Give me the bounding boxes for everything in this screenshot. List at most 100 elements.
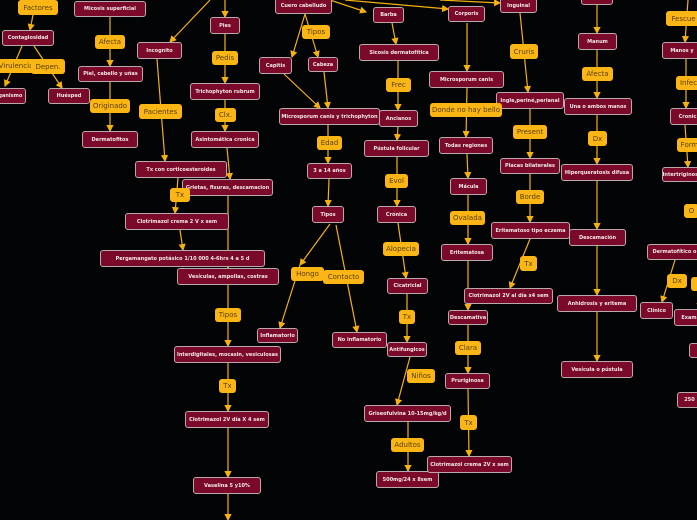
node-piel-cabello-y-unas[interactable]: Piel, cabello y uñas [78, 66, 143, 82]
connector-label-present: Present [513, 125, 547, 139]
connector-line [329, 0, 368, 14]
connector-label-borde: Borde [516, 190, 544, 204]
connector-label-pedis: Pedis [212, 51, 238, 65]
node-manum[interactable]: Manum [578, 33, 617, 50]
node-pruriginosa[interactable]: Pruriginosa [445, 373, 490, 389]
node-clotrimazol-crema-2-v-x-sem[interactable]: Clotrimazol crema 2 V x sem [125, 213, 229, 230]
connector-label-dx: Dx [667, 274, 687, 288]
connector-label-donde-no-hay-bello: Donde no hay bello [430, 103, 502, 117]
node-cicatricial[interactable]: Cicatricial [387, 278, 428, 294]
node-vesiculas-ampollas-costras[interactable]: Vesículas, ampollas, costras [177, 268, 279, 285]
connector-label-cruris: Cruris [510, 44, 538, 59]
connector-label-frec: Frec [386, 78, 411, 92]
node-capitis[interactable]: Capitis [259, 57, 292, 74]
node-sicosis-dermatofitica[interactable]: Sicosis dermatofítica [359, 44, 439, 61]
node-barba[interactable]: Barba [373, 7, 404, 23]
node-clinico[interactable]: Clínico [640, 302, 673, 319]
connector-label-tipos: Tipos [215, 308, 241, 322]
connector-label-ninos: Niños [407, 369, 435, 383]
connector-line [283, 73, 321, 109]
node-descamacion[interactable]: Descamación [569, 229, 626, 246]
node-microsporum-canis[interactable]: Microsporum canis [429, 71, 504, 88]
node-macula[interactable]: Mácula [450, 178, 487, 195]
connector-label-depen: Depen. [31, 59, 65, 74]
connector-label-dx: Dx [588, 131, 607, 146]
node-interdigitales-mocasin-vesiculosas[interactable]: Interdigitales, mocasin, vesiculosas [174, 346, 281, 363]
connector-label-afecta: Afecta [582, 67, 613, 81]
node-griseofulvina-10-15mg-kg-d[interactable]: Griseofulvina 10-15mg/kg/d [364, 405, 451, 422]
connector-label-form: Form [677, 138, 697, 152]
connector-line [169, 0, 211, 43]
node-ingle-perine-perianal[interactable]: Ingle,periné,perianal [496, 92, 564, 109]
node-dermatofitos[interactable]: Dermatofitos [82, 131, 138, 148]
node-vaselina-5-y10[interactable]: Vaselina 5 y10% [193, 477, 261, 494]
connector-line [395, 356, 411, 407]
connector-label-afecta: Afecta [95, 35, 125, 49]
node-organismo[interactable]: Organismo [0, 88, 26, 104]
connector-label-o: O [684, 204, 697, 218]
node-eritematosa[interactable]: Eritematosa [441, 244, 493, 261]
node-pustula-folicular[interactable]: Pústula folicular [364, 140, 429, 157]
node-corporis[interactable]: Corporis [448, 6, 485, 22]
connector-line [344, 0, 450, 13]
node-todas-regiones[interactable]: Todas regiones [439, 137, 493, 154]
node-500mg-24-x-8sem[interactable]: 500mg/24 x 8sem [376, 471, 439, 488]
node-incognito[interactable]: Incognito [137, 42, 182, 59]
connector-label-alopecia: Alopecia [383, 242, 419, 256]
node-hiperqueratosis-difusa[interactable]: Hiperqueratosis difusa [561, 164, 633, 181]
node-no-inflamatorio[interactable]: No inflamatorio [332, 332, 387, 348]
node-antifungicos[interactable]: Antifungicos [387, 342, 427, 357]
node-250[interactable]: 250 [677, 392, 697, 408]
node-cronic[interactable]: Cronic [670, 108, 697, 125]
node-asintomatica-cronica[interactable]: Asintomática cronica [191, 131, 259, 148]
connector-label-tx: Tx [399, 310, 415, 324]
node-contagiosidad[interactable]: Contagiosidad [2, 30, 54, 46]
node-blank[interactable] [689, 343, 697, 358]
node-exam[interactable]: Exam [674, 309, 697, 326]
node-3-a-14-anos[interactable]: 3 a 14 años [307, 163, 352, 179]
connector-label-ovalada: Ovalada [450, 211, 485, 225]
node-cuero-cabelludo[interactable]: Cuero cabelludo [275, 0, 332, 14]
node-blank[interactable] [581, 0, 613, 5]
node-vesicula-o-pustula[interactable]: Vesícula o pústula [561, 361, 633, 378]
node-inflamatorio[interactable]: Inflamatorio [257, 328, 298, 343]
node-micosis-superficial[interactable]: Micosis superficial [74, 1, 146, 17]
connector-label-virulencia: Virulencia [0, 59, 35, 73]
connector-label-evol: Evol [385, 174, 408, 188]
connector-line [225, 147, 234, 181]
node-anhidrosis-y-eritema[interactable]: Anhidrosis y eritema [557, 295, 637, 312]
node-tx-con-corticoesteroides[interactable]: Tx con corticoesteroides [135, 161, 227, 178]
connector-label-tipos: Tipos [302, 25, 330, 39]
node-pergamangato-potasico-1-10-000-4-6hrs-4-a-5-d[interactable]: Pergamangato potásico 1/10 000 4-6hrs 4 … [100, 250, 265, 267]
node-pies[interactable]: Pies [210, 17, 240, 34]
node-intertriginosa[interactable]: Intertriginosa [662, 167, 697, 182]
connector-label-blank [691, 277, 697, 291]
node-trichophyton-rubrum[interactable]: Trichophyton rubrum [190, 83, 260, 100]
connector-line [464, 153, 472, 180]
node-manos-y[interactable]: Manos y [662, 42, 697, 59]
node-grietas-fisuras-descamacion[interactable]: Grietas, fisuras, descamacion [182, 179, 273, 196]
node-inguinal[interactable]: Inguinal [500, 0, 537, 13]
node-clotrimazol-crema-2v-x-sem[interactable]: Clotrimazol crema 2V x sem [427, 456, 512, 473]
connector-label-adultos: Adultos [391, 438, 424, 452]
node-descamativa[interactable]: Descamativa [448, 310, 488, 325]
node-eritematoso-tipo-eczema[interactable]: Eritematoso tipo eczema [491, 222, 570, 239]
connector-label-contacto: Contacto [323, 270, 364, 284]
connector-line [324, 178, 332, 208]
connector-line [290, 13, 306, 59]
node-microsporum-canis-y-trichophyton[interactable]: Microsporum canis y trichophyton [279, 108, 380, 125]
node-clotrimazol-2v-dia-x-4-sem[interactable]: Clotrimazol 2V día X 4 sem [185, 411, 269, 428]
connector-label-pacientes: Pacientes [139, 104, 182, 119]
node-placas-bilaterales[interactable]: Placas bilaterales [500, 158, 560, 174]
node-cronica[interactable]: Crónica [377, 206, 416, 223]
node-una-o-ambos-manos[interactable]: Una o ambos manos [564, 98, 632, 115]
node-ancianos[interactable]: Ancianos [379, 110, 418, 127]
node-cabeza[interactable]: Cabeza [308, 57, 338, 72]
node-huesped[interactable]: Huésped [48, 88, 90, 104]
connector-label-tx: Tx [460, 415, 477, 430]
node-tipos[interactable]: Tipos [312, 206, 344, 223]
connector-label-tx: Tx [219, 379, 236, 393]
node-clotrimazol-2v-al-dia-x4-sem[interactable]: Clotrimazol 2V al día x4 sem [464, 288, 553, 304]
node-dermatofitico-o[interactable]: Dermatofítico o [647, 244, 697, 260]
connector-label-fescue: Fescue [666, 11, 697, 26]
